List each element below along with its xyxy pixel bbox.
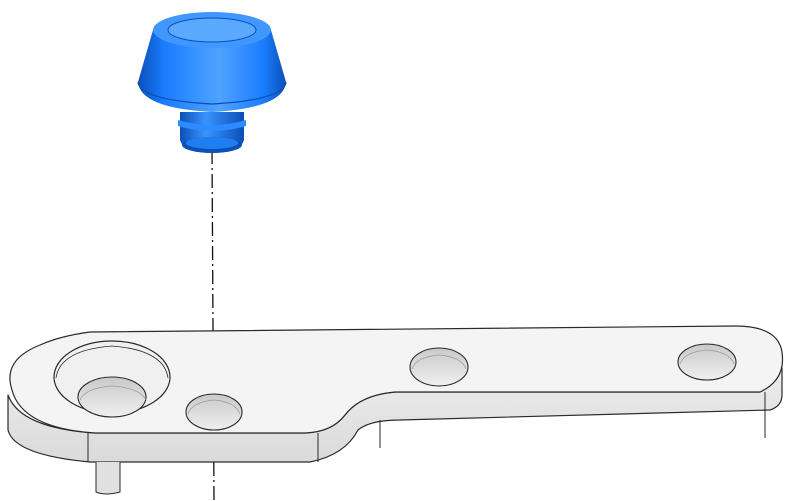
counterbore-hole <box>53 340 171 418</box>
bracket-foot <box>95 462 121 495</box>
mounting-hole-right <box>677 343 737 381</box>
mounting-hole-middle <box>409 347 469 387</box>
knob-cap <box>137 12 287 153</box>
mounting-hole-knob <box>185 393 243 431</box>
flat-lever-bracket <box>7 325 784 495</box>
knob-body <box>138 30 286 112</box>
